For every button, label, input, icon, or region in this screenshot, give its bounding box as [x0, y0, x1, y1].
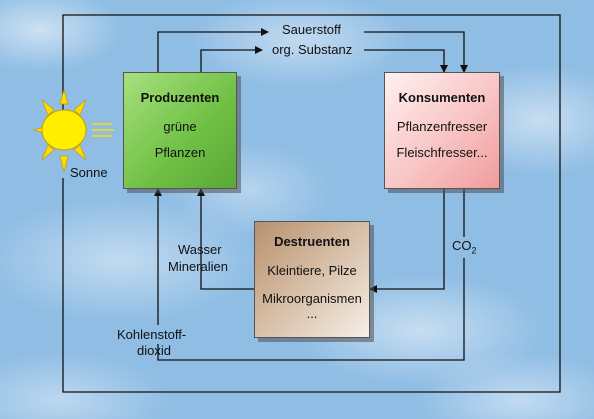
oxygen-arrow — [157, 28, 269, 72]
organic-substance-label: org. Substanz — [272, 42, 353, 57]
decomposers-title: Destruenten — [274, 234, 350, 249]
oxygen-label: Sauerstoff — [282, 22, 342, 37]
co2-subscript: 2 — [471, 245, 477, 256]
organic-arrow-to-consumers — [364, 49, 448, 73]
outer-frame — [62, 14, 561, 393]
carbon-dioxide-label-line2: dioxid — [137, 343, 171, 358]
co2-base: CO — [452, 238, 472, 253]
decomposers-line3: ... — [306, 306, 318, 321]
sun-icon — [32, 88, 114, 173]
carbon-dioxide-label-line1: Kohlenstoff- — [117, 327, 187, 342]
co2-arrow-lower — [157, 258, 465, 361]
consumers-line1: Pflanzenfresser — [396, 119, 488, 134]
decomposers-box: Destruenten Kleintiere, Pilze Mikroorgan… — [254, 221, 370, 338]
consumers-to-decomposers-arrow — [369, 189, 445, 293]
consumers-box: Konsumenten Pflanzenfresser Fleischfress… — [384, 72, 500, 189]
oxygen-arrow-to-consumers — [364, 31, 468, 73]
minerals-label: Mineralien — [168, 259, 228, 274]
producers-line1: grüne — [163, 119, 197, 134]
decomposers-line1: Kleintiere, Pilze — [267, 263, 357, 278]
water-label: Wasser — [178, 242, 222, 257]
producers-title: Produzenten — [140, 90, 220, 105]
producers-line2: Pflanzen — [154, 145, 206, 160]
consumers-title: Konsumenten — [398, 90, 486, 105]
sun-label: Sonne — [70, 165, 108, 180]
decomposers-line2: Mikroorganismen — [262, 291, 362, 306]
minerals-arrow — [197, 188, 254, 290]
organic-arrow — [200, 46, 263, 72]
producers-box: Produzenten grüne Pflanzen — [123, 72, 237, 189]
consumers-line2: Fleischfresser... — [396, 145, 488, 160]
co2-label: CO2 — [452, 238, 477, 256]
